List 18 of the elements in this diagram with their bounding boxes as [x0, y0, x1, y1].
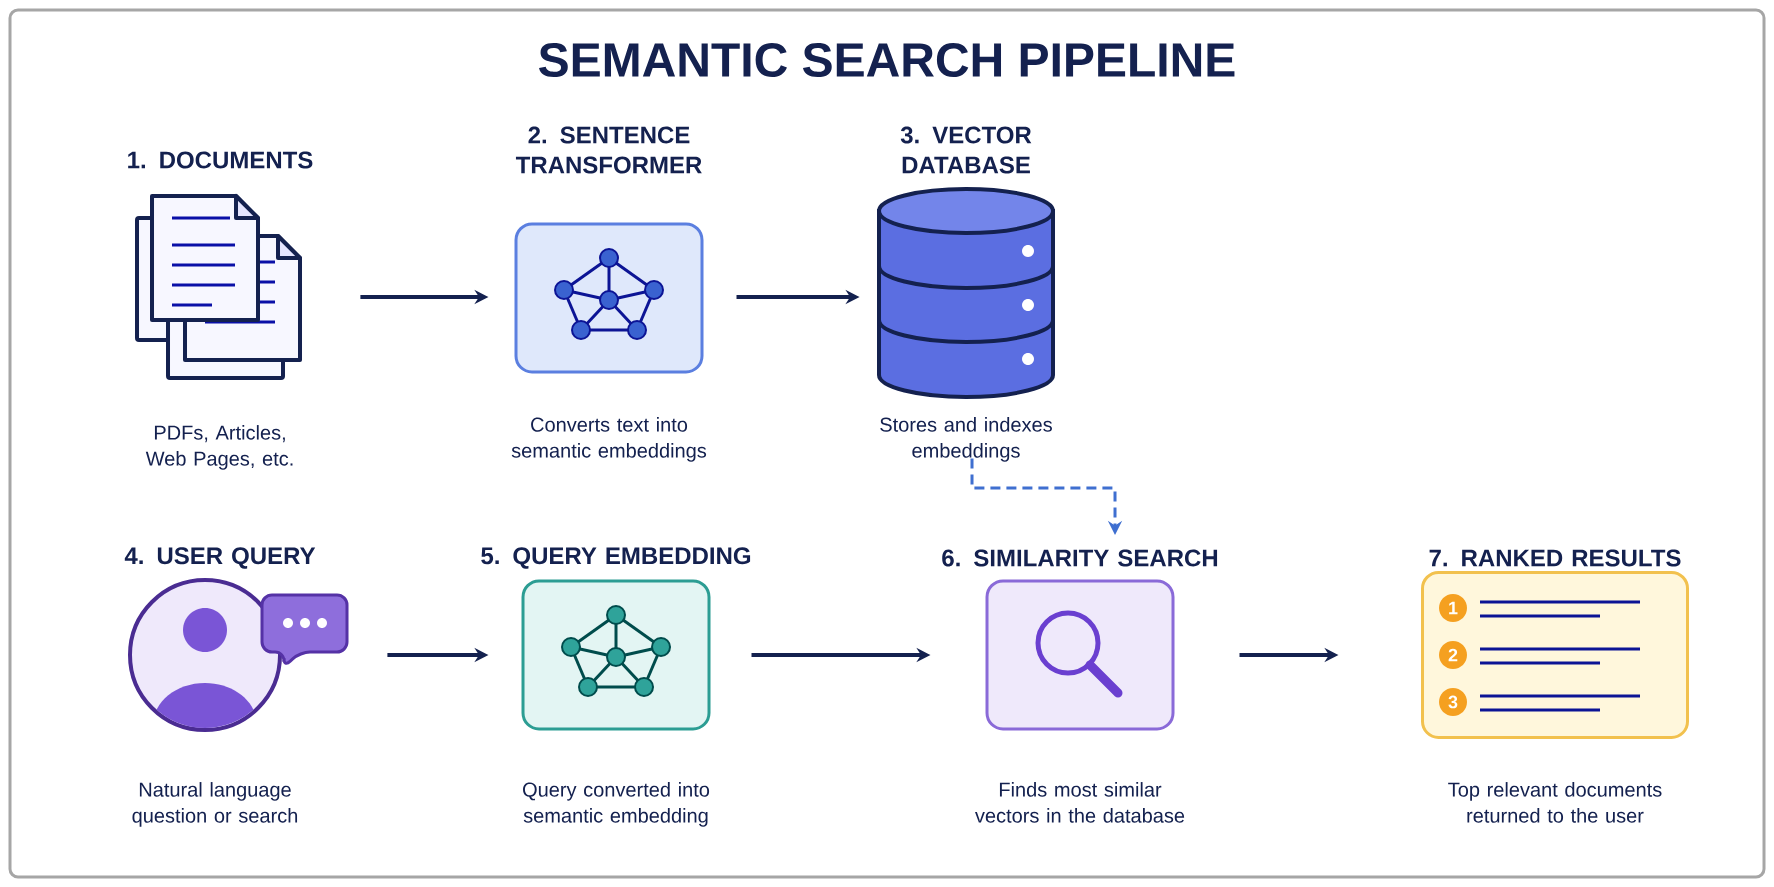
- step-heading: 4. USER QUERY: [124, 547, 316, 569]
- step-description: Natural language question or search: [132, 782, 298, 827]
- step-heading: 3. VECTOR DATABASE: [900, 126, 1032, 174]
- step-description: Top relevant documents returned to the user: [1448, 782, 1662, 823]
- step-description: Converts text into semantic embeddings: [511, 417, 707, 462]
- step-heading: 6. SIMILARITY SEARCH: [942, 549, 1218, 567]
- step-heading: 1. DOCUMENTS: [128, 151, 313, 169]
- step-description: Stores and indexes embeddings: [880, 417, 1052, 462]
- step-heading: 5. QUERY EMBEDDING: [481, 547, 751, 569]
- rank-badge: 2: [1439, 641, 1467, 669]
- step-description: Finds most similar vectors in the database: [975, 782, 1185, 823]
- step-description: PDFs, Articles, Web Pages, etc.: [145, 425, 293, 470]
- step-description: Query converted into semantic embedding: [523, 782, 710, 827]
- step-heading: 2. SENTENCE TRANSFORMER: [515, 126, 702, 174]
- step-heading: 7. RANKED RESULTS: [1429, 549, 1681, 567]
- rank-badge: 1: [1439, 594, 1467, 622]
- title: SEMANTIC SEARCH PIPELINE: [539, 43, 1235, 77]
- rank-badge: 3: [1439, 688, 1467, 716]
